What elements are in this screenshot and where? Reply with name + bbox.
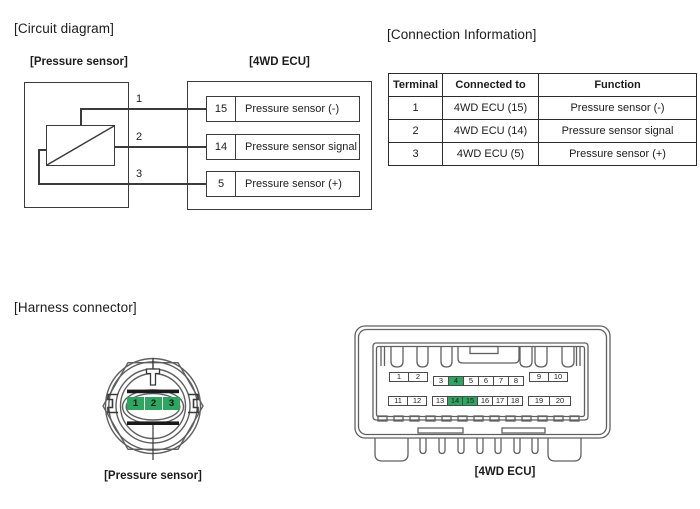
right-latch-icon bbox=[188, 393, 199, 414]
terminal-function: Pressure sensor (+) bbox=[245, 178, 342, 190]
cell-terminal: 2 bbox=[387, 119, 444, 143]
cell-terminal: 1 bbox=[387, 96, 444, 120]
ecu-terminal-14: 14 Pressure sensor signal bbox=[206, 134, 360, 160]
ecu-pin: 16 bbox=[477, 396, 493, 406]
pressure-connector-pins: 1 2 3 bbox=[127, 397, 180, 410]
connection-info-table: Terminal Connected to Function 1 4WD ECU… bbox=[387, 73, 698, 166]
cell-function: Pressure sensor (-) bbox=[538, 96, 698, 120]
ecu-pin: 6 bbox=[478, 376, 494, 386]
large-pin-right bbox=[547, 438, 582, 462]
guide-tab bbox=[390, 346, 404, 368]
terminal-pin-number: 15 bbox=[207, 97, 236, 121]
circuit-sensor-outline bbox=[24, 82, 129, 208]
ecu-pin: 17 bbox=[492, 396, 508, 406]
terminal-function: Pressure sensor (-) bbox=[245, 103, 340, 115]
connection-information-title: [Connection Information] bbox=[387, 27, 537, 42]
upper-lock-bar bbox=[127, 389, 179, 394]
cell-connected: 4WD ECU (5) bbox=[442, 142, 540, 166]
ecu-pin: 11 bbox=[388, 396, 408, 406]
wire-1-vertical bbox=[80, 108, 82, 126]
ecu-terminal-5: 5 Pressure sensor (+) bbox=[206, 171, 360, 197]
ecu-pin: 8 bbox=[508, 376, 524, 386]
ecu-pin: 13 bbox=[432, 396, 448, 406]
wire-number-3: 3 bbox=[135, 168, 143, 180]
ecu-pins-row1-group1: 1 2 bbox=[389, 372, 428, 382]
ecu-pins-row2-group3: 19 20 bbox=[528, 396, 571, 406]
ecu-pin: 4 bbox=[448, 376, 464, 386]
ecu-cavity bbox=[372, 342, 589, 421]
table-row: 1 4WD ECU (15) Pressure sensor (-) bbox=[387, 96, 698, 120]
ecu-pin: 18 bbox=[507, 396, 523, 406]
cell-connected: 4WD ECU (14) bbox=[442, 119, 540, 143]
latch-tray bbox=[457, 346, 520, 364]
cell-terminal: 3 bbox=[387, 142, 444, 166]
ecu-pin: 10 bbox=[548, 372, 568, 382]
pressure-pin-2: 2 bbox=[145, 397, 162, 410]
lower-lock-bar bbox=[127, 421, 179, 425]
table-header-row: Terminal Connected to Function bbox=[387, 73, 698, 97]
ecu-pin: 5 bbox=[463, 376, 479, 386]
terminal-pin-number: 5 bbox=[207, 172, 236, 196]
ecu-connector-drawing bbox=[354, 325, 611, 462]
wire-3-stub bbox=[38, 149, 48, 151]
ecu-pin: 9 bbox=[529, 372, 549, 382]
circuit-diagram-title: [Circuit diagram] bbox=[14, 21, 114, 36]
castellations bbox=[377, 415, 580, 422]
table-row: 2 4WD ECU (14) Pressure sensor signal bbox=[387, 119, 698, 143]
cell-function: Pressure sensor signal bbox=[538, 119, 698, 143]
ecu-terminal-15: 15 Pressure sensor (-) bbox=[206, 96, 360, 122]
ecu-pins-row1-group2: 3 4 5 6 7 8 bbox=[433, 376, 524, 386]
ecu-connector-label: [4WD ECU] bbox=[474, 466, 536, 478]
circuit-ecu-outline bbox=[187, 81, 372, 210]
cell-function: Pressure sensor (+) bbox=[538, 142, 698, 166]
ecu-pin: 2 bbox=[408, 372, 428, 382]
header-connected-to: Connected to bbox=[442, 73, 540, 97]
circuit-sensor-label: [Pressure sensor] bbox=[30, 56, 128, 68]
ecu-pin: 1 bbox=[389, 372, 409, 382]
wire-1-horizontal bbox=[80, 108, 206, 110]
pressure-sensor-symbol bbox=[46, 125, 115, 166]
ecu-pin: 19 bbox=[528, 396, 550, 406]
ecu-pin: 20 bbox=[549, 396, 571, 406]
header-function: Function bbox=[538, 73, 698, 97]
wire-2-horizontal bbox=[114, 146, 206, 148]
wire-number-2: 2 bbox=[135, 131, 143, 143]
ecu-pins-row2-group1: 11 12 bbox=[388, 396, 427, 406]
pressure-pin-1: 1 bbox=[127, 397, 144, 410]
small-pin bbox=[419, 438, 427, 455]
ecu-pin: 14 bbox=[447, 396, 463, 406]
terminal-pin-number: 14 bbox=[207, 135, 236, 159]
harness-connector-title: [Harness connector] bbox=[14, 300, 137, 315]
connector-hex-body bbox=[102, 361, 204, 451]
pressure-pin-3: 3 bbox=[163, 397, 180, 410]
header-terminal: Terminal bbox=[387, 73, 444, 97]
ecu-pin: 12 bbox=[407, 396, 427, 406]
ecu-pin: 15 bbox=[462, 396, 478, 406]
circuit-ecu-label: [4WD ECU] bbox=[249, 56, 310, 68]
wire-3-vertical bbox=[38, 149, 40, 184]
left-latch-icon bbox=[107, 393, 118, 414]
ecu-pins-row2-group2: 13 14 15 16 17 18 bbox=[432, 396, 523, 406]
cell-connected: 4WD ECU (15) bbox=[442, 96, 540, 120]
wire-3-horizontal bbox=[38, 183, 206, 185]
pressure-connector-label: [Pressure sensor] bbox=[104, 470, 202, 482]
ecu-pins-row1-group3: 9 10 bbox=[529, 372, 568, 382]
wire-number-1: 1 bbox=[135, 93, 143, 105]
sensor-diagonal-icon bbox=[47, 126, 114, 165]
ecu-pin: 3 bbox=[433, 376, 449, 386]
table-row: 3 4WD ECU (5) Pressure sensor (+) bbox=[387, 142, 698, 166]
large-pin-left bbox=[374, 438, 409, 462]
ecu-pin: 7 bbox=[493, 376, 509, 386]
terminal-function: Pressure sensor signal bbox=[245, 141, 357, 153]
t-key-icon bbox=[145, 368, 161, 386]
